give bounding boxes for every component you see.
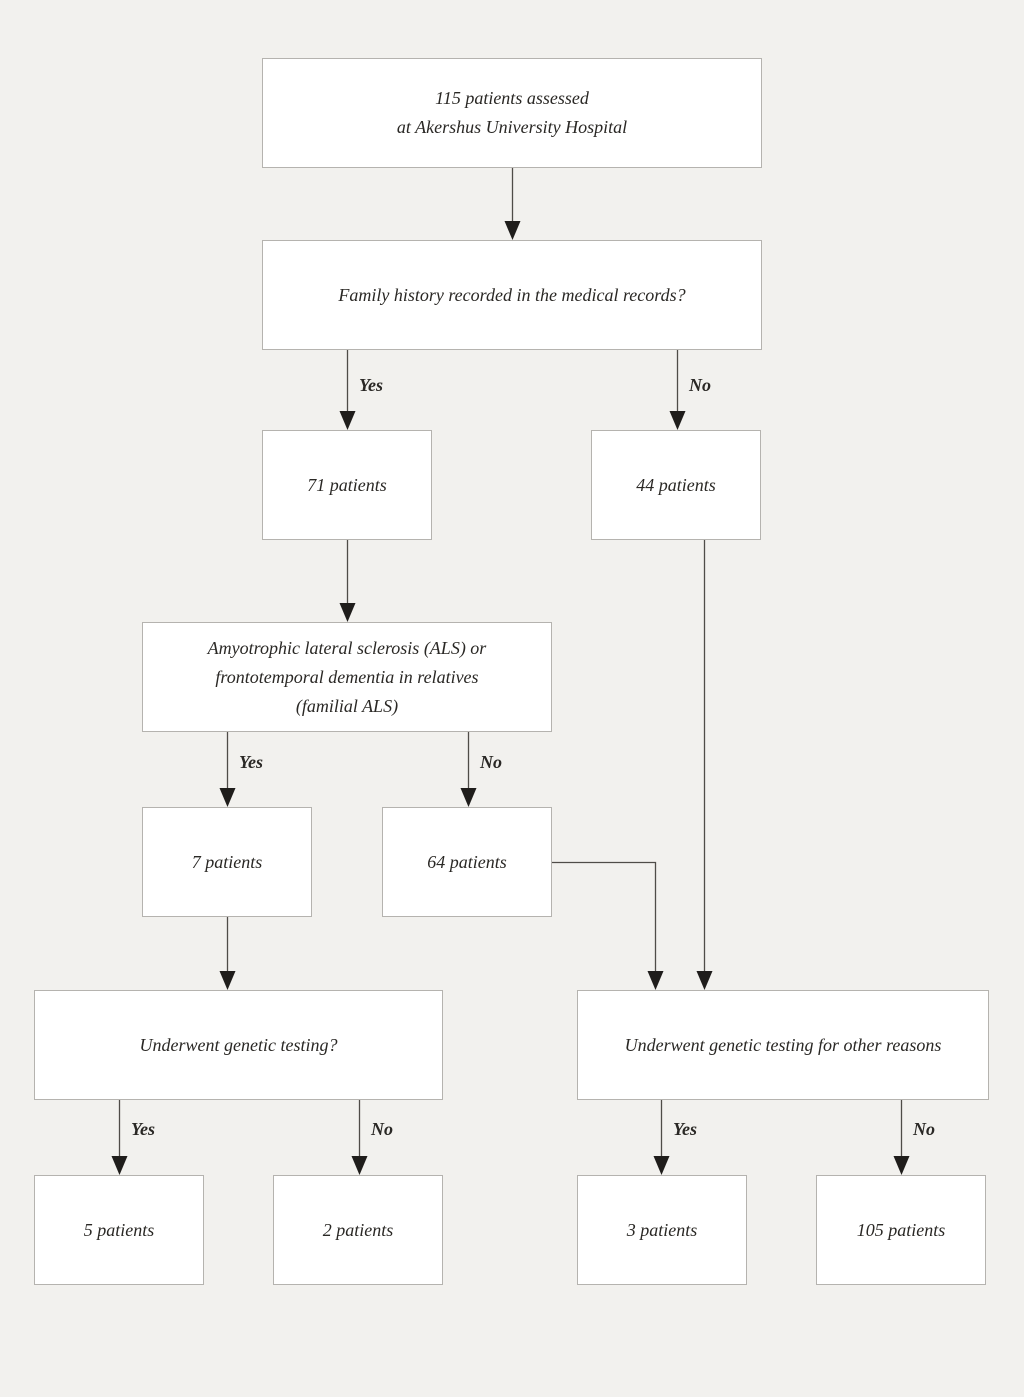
- connector-familial-als-yes-to-7: [219, 732, 236, 807]
- connector-44-to-genetic-testing-other: [696, 540, 713, 990]
- node-genetic-testing-question: Underwent genetic testing?: [34, 990, 443, 1100]
- node-5-patients: 5 patients: [34, 1175, 204, 1285]
- connector-genetic-testing-yes-to-5: [111, 1100, 128, 1175]
- branch-label-familial-als-no: No: [480, 752, 502, 772]
- branch-label-genetic-testing-other-yes: Yes: [673, 1119, 697, 1139]
- node-2-patients: 2 patients: [273, 1175, 443, 1285]
- branch-label-family-history-no: No: [689, 375, 711, 395]
- node-3-patients: 3 patients: [577, 1175, 747, 1285]
- branch-label-family-history-yes: Yes: [359, 375, 383, 395]
- branch-label-genetic-testing-other-no: No: [913, 1119, 935, 1139]
- node-genetic-testing-other-reasons: Underwent genetic testing for other reas…: [577, 990, 989, 1100]
- node-family-history-question: Family history recorded in the medical r…: [262, 240, 762, 350]
- connector-genetic-testing-other-no-to-105: [893, 1100, 910, 1175]
- node-familial-als-question: Amyotrophic lateral sclerosis (ALS) or f…: [142, 622, 552, 732]
- node-44-patients: 44 patients: [591, 430, 761, 540]
- node-71-patients: 71 patients: [262, 430, 432, 540]
- connector-71-to-familial-als: [339, 540, 356, 622]
- node-7-patients: 7 patients: [142, 807, 312, 917]
- branch-label-genetic-testing-yes: Yes: [131, 1119, 155, 1139]
- connector-assessed-to-family-history: [504, 168, 521, 240]
- connector-64-to-genetic-testing-other: [552, 861, 664, 990]
- connector-genetic-testing-no-to-2: [351, 1100, 368, 1175]
- connector-familial-als-no-to-64: [460, 732, 477, 807]
- node-64-patients: 64 patients: [382, 807, 552, 917]
- node-assessed: 115 patients assessed at Akershus Univer…: [262, 58, 762, 168]
- connector-genetic-testing-other-yes-to-3: [653, 1100, 670, 1175]
- connector-family-history-no-to-44: [669, 350, 686, 430]
- connector-7-to-genetic-testing: [219, 917, 236, 990]
- branch-label-genetic-testing-no: No: [371, 1119, 393, 1139]
- node-105-patients: 105 patients: [816, 1175, 986, 1285]
- branch-label-familial-als-yes: Yes: [239, 752, 263, 772]
- connector-family-history-yes-to-71: [339, 350, 356, 430]
